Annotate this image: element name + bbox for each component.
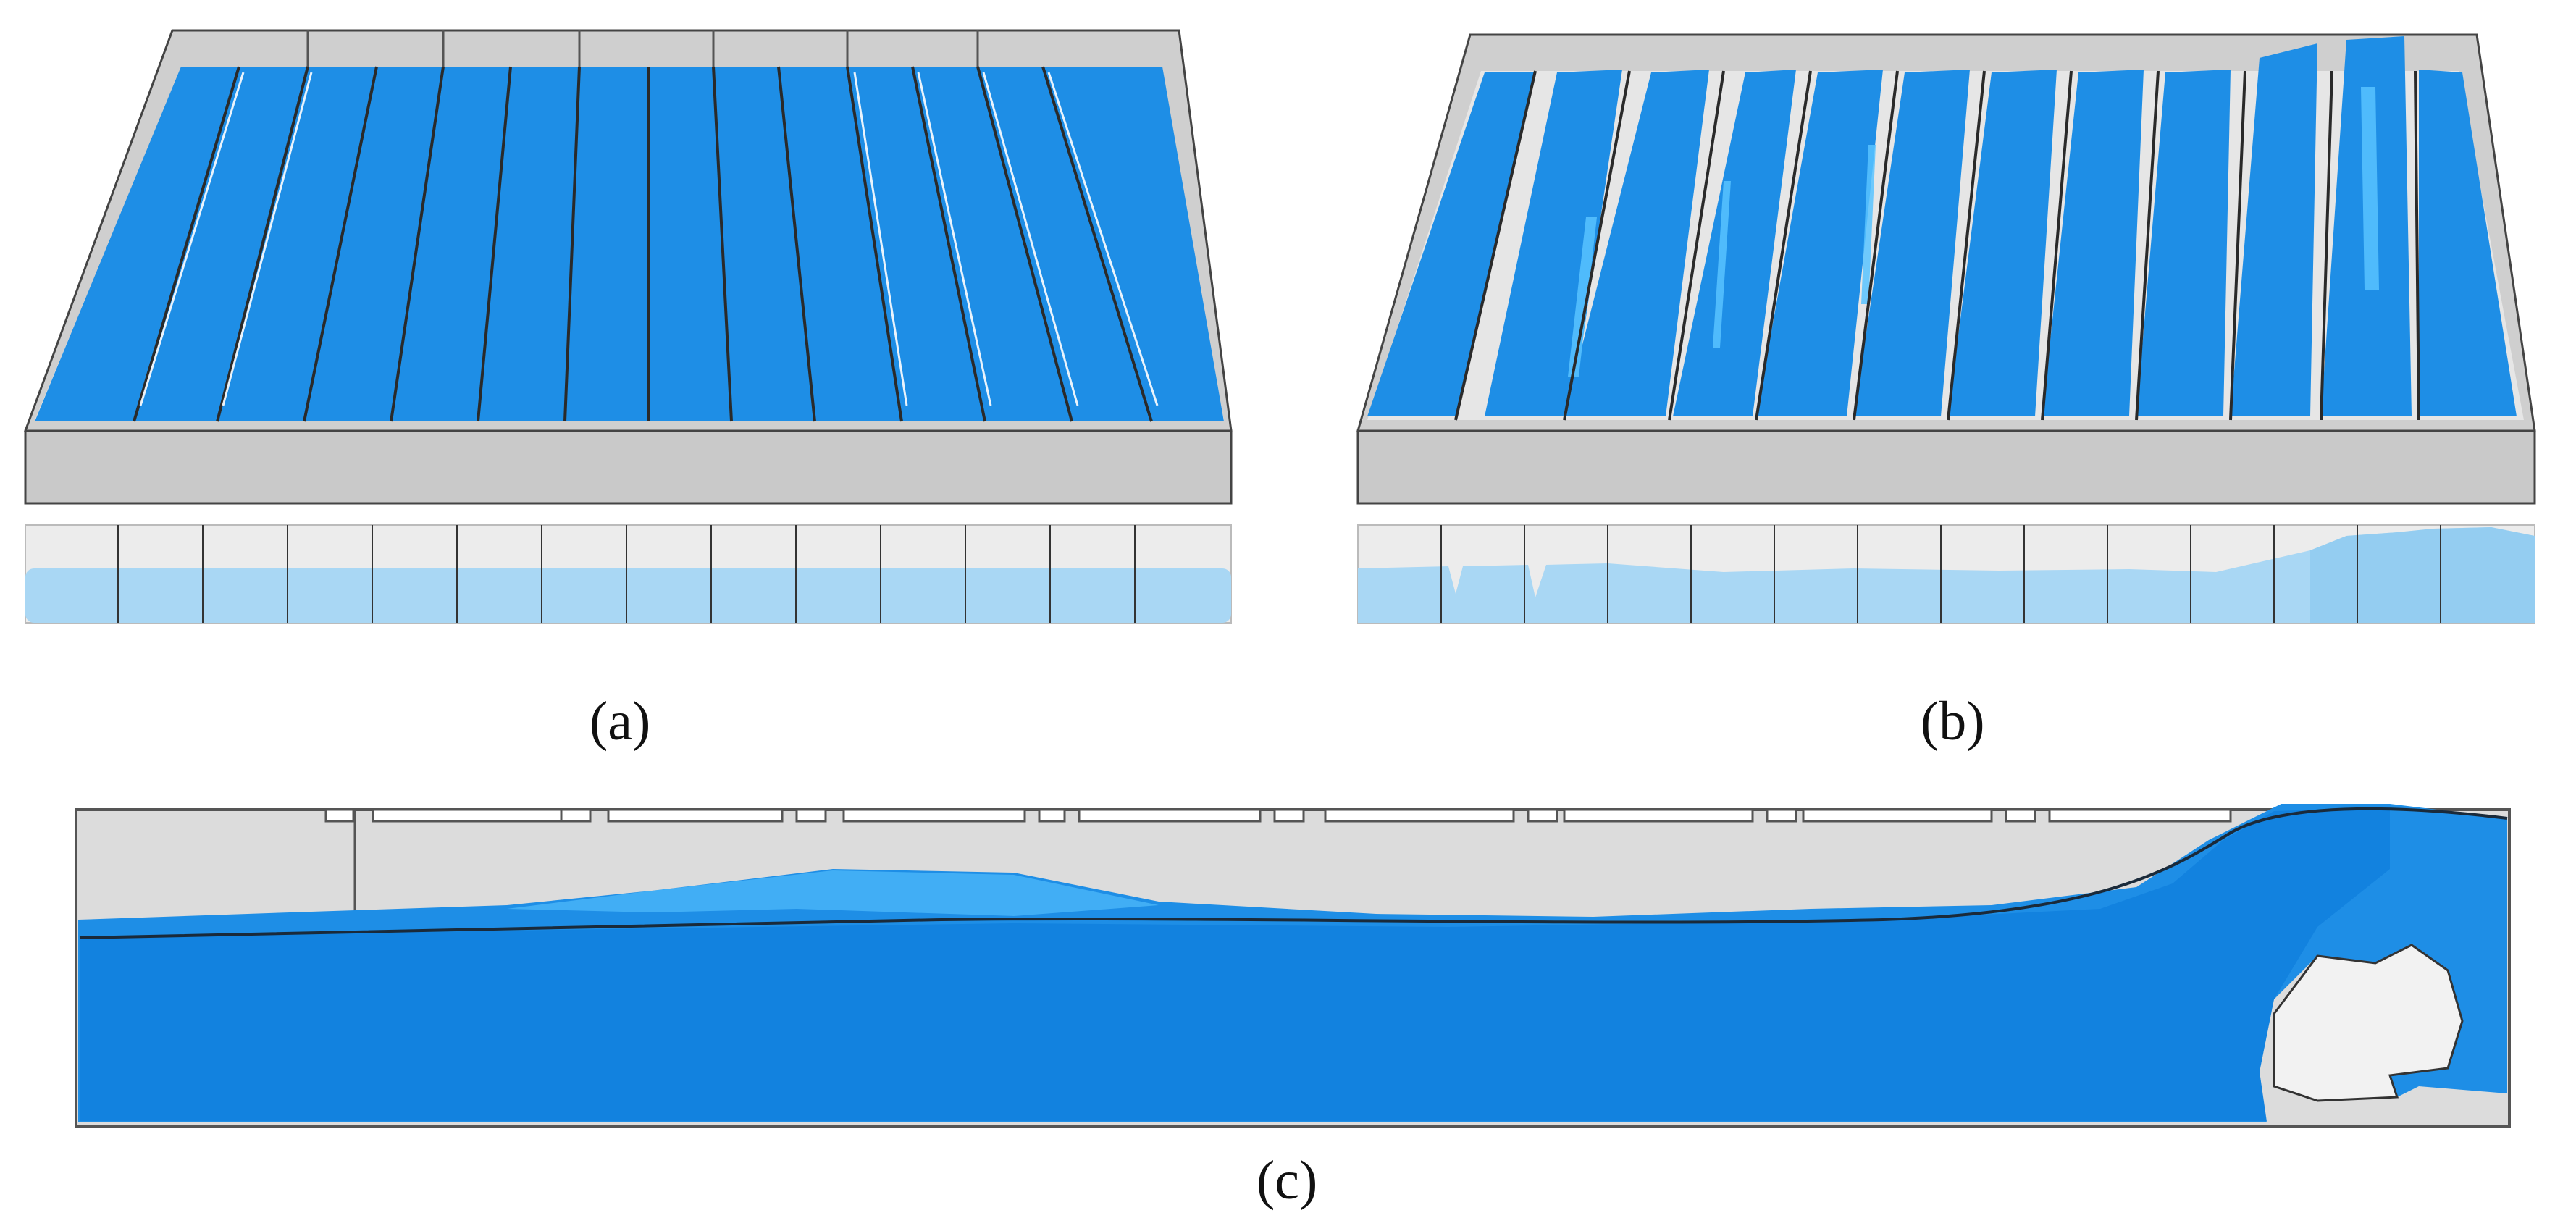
panel-b: (b) xyxy=(1347,0,2576,782)
fluid-surface-a xyxy=(35,67,1224,421)
baffles-a xyxy=(133,66,1153,422)
tank-a-illustration xyxy=(23,29,1233,624)
tank-c-section xyxy=(75,804,2511,1128)
air-cavity xyxy=(2273,944,2464,1102)
caption-b: (b) xyxy=(1921,691,1985,752)
tank-b-illustration xyxy=(1356,33,2536,624)
panel-a: (a) xyxy=(0,0,1275,782)
caption-a: (a) xyxy=(590,691,651,752)
fluid-side-a xyxy=(25,568,1231,623)
panel-c: (c) xyxy=(0,782,2576,1226)
fluid-surface-b xyxy=(1367,36,2517,416)
caption-c: (c) xyxy=(1256,1150,1318,1211)
fluid-side-b xyxy=(1358,527,2535,623)
